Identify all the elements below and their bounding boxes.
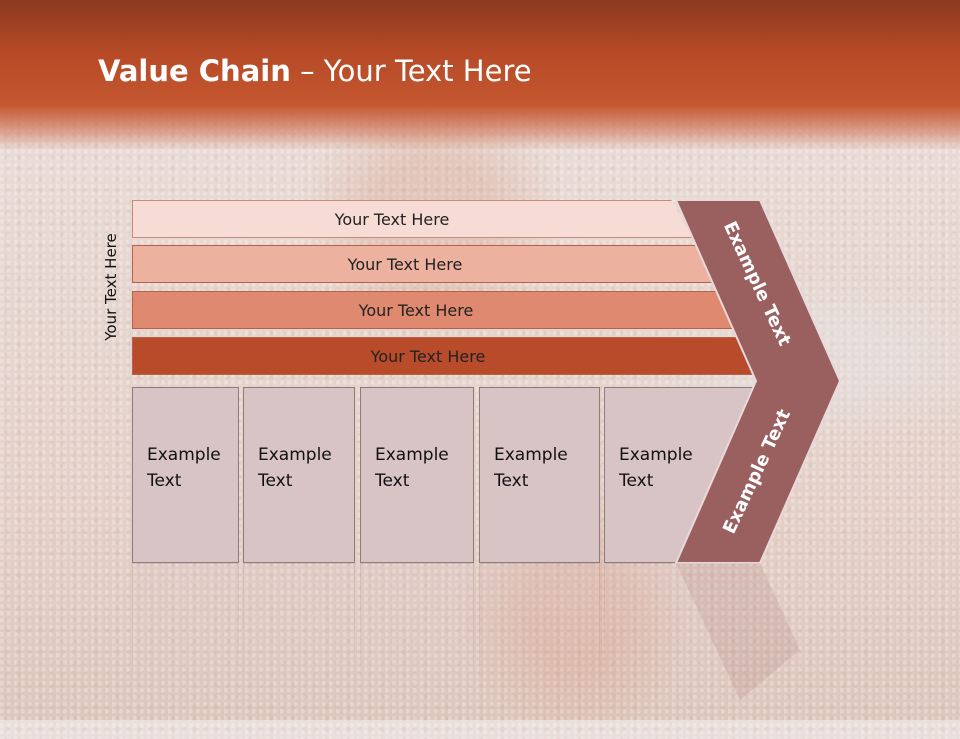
bar-label: Your Text Here (358, 300, 474, 320)
header-band (0, 0, 960, 150)
box-line-1: Example (494, 445, 568, 465)
bar-label: Your Text Here (334, 209, 450, 229)
bar-4: Your Text Here (132, 337, 764, 375)
example-box-4: Example Text (479, 387, 600, 563)
example-box-1: Example Text (132, 387, 239, 563)
bar-label: Your Text Here (347, 254, 463, 274)
example-box-3: Example Text (360, 387, 474, 563)
box-line-1: Example (147, 445, 221, 465)
title-bold: Value Chain (98, 54, 291, 88)
title-rest: – Your Text Here (290, 54, 532, 88)
chevron-reflection (676, 563, 800, 700)
bar-3: Your Text Here (132, 291, 740, 329)
box-line-1: Example (258, 445, 332, 465)
box-line-2: Text (258, 471, 293, 491)
bar-2: Your Text Here (132, 245, 718, 283)
box-line-1: Example (375, 445, 449, 465)
box-line-2: Text (375, 471, 410, 491)
box-line-1: Example (619, 445, 693, 465)
bar-label: Your Text Here (370, 346, 486, 366)
slide-title: Value Chain – Your Text Here (98, 54, 532, 88)
example-box-2: Example Text (243, 387, 355, 563)
box-line-2: Text (619, 471, 654, 491)
box-line-2: Text (147, 471, 182, 491)
chevron-arrow: Example Text Example Text (674, 199, 842, 700)
chevron-shape (674, 199, 842, 564)
bar-1: Your Text Here (132, 200, 692, 238)
box-line-2: Text (494, 471, 529, 491)
